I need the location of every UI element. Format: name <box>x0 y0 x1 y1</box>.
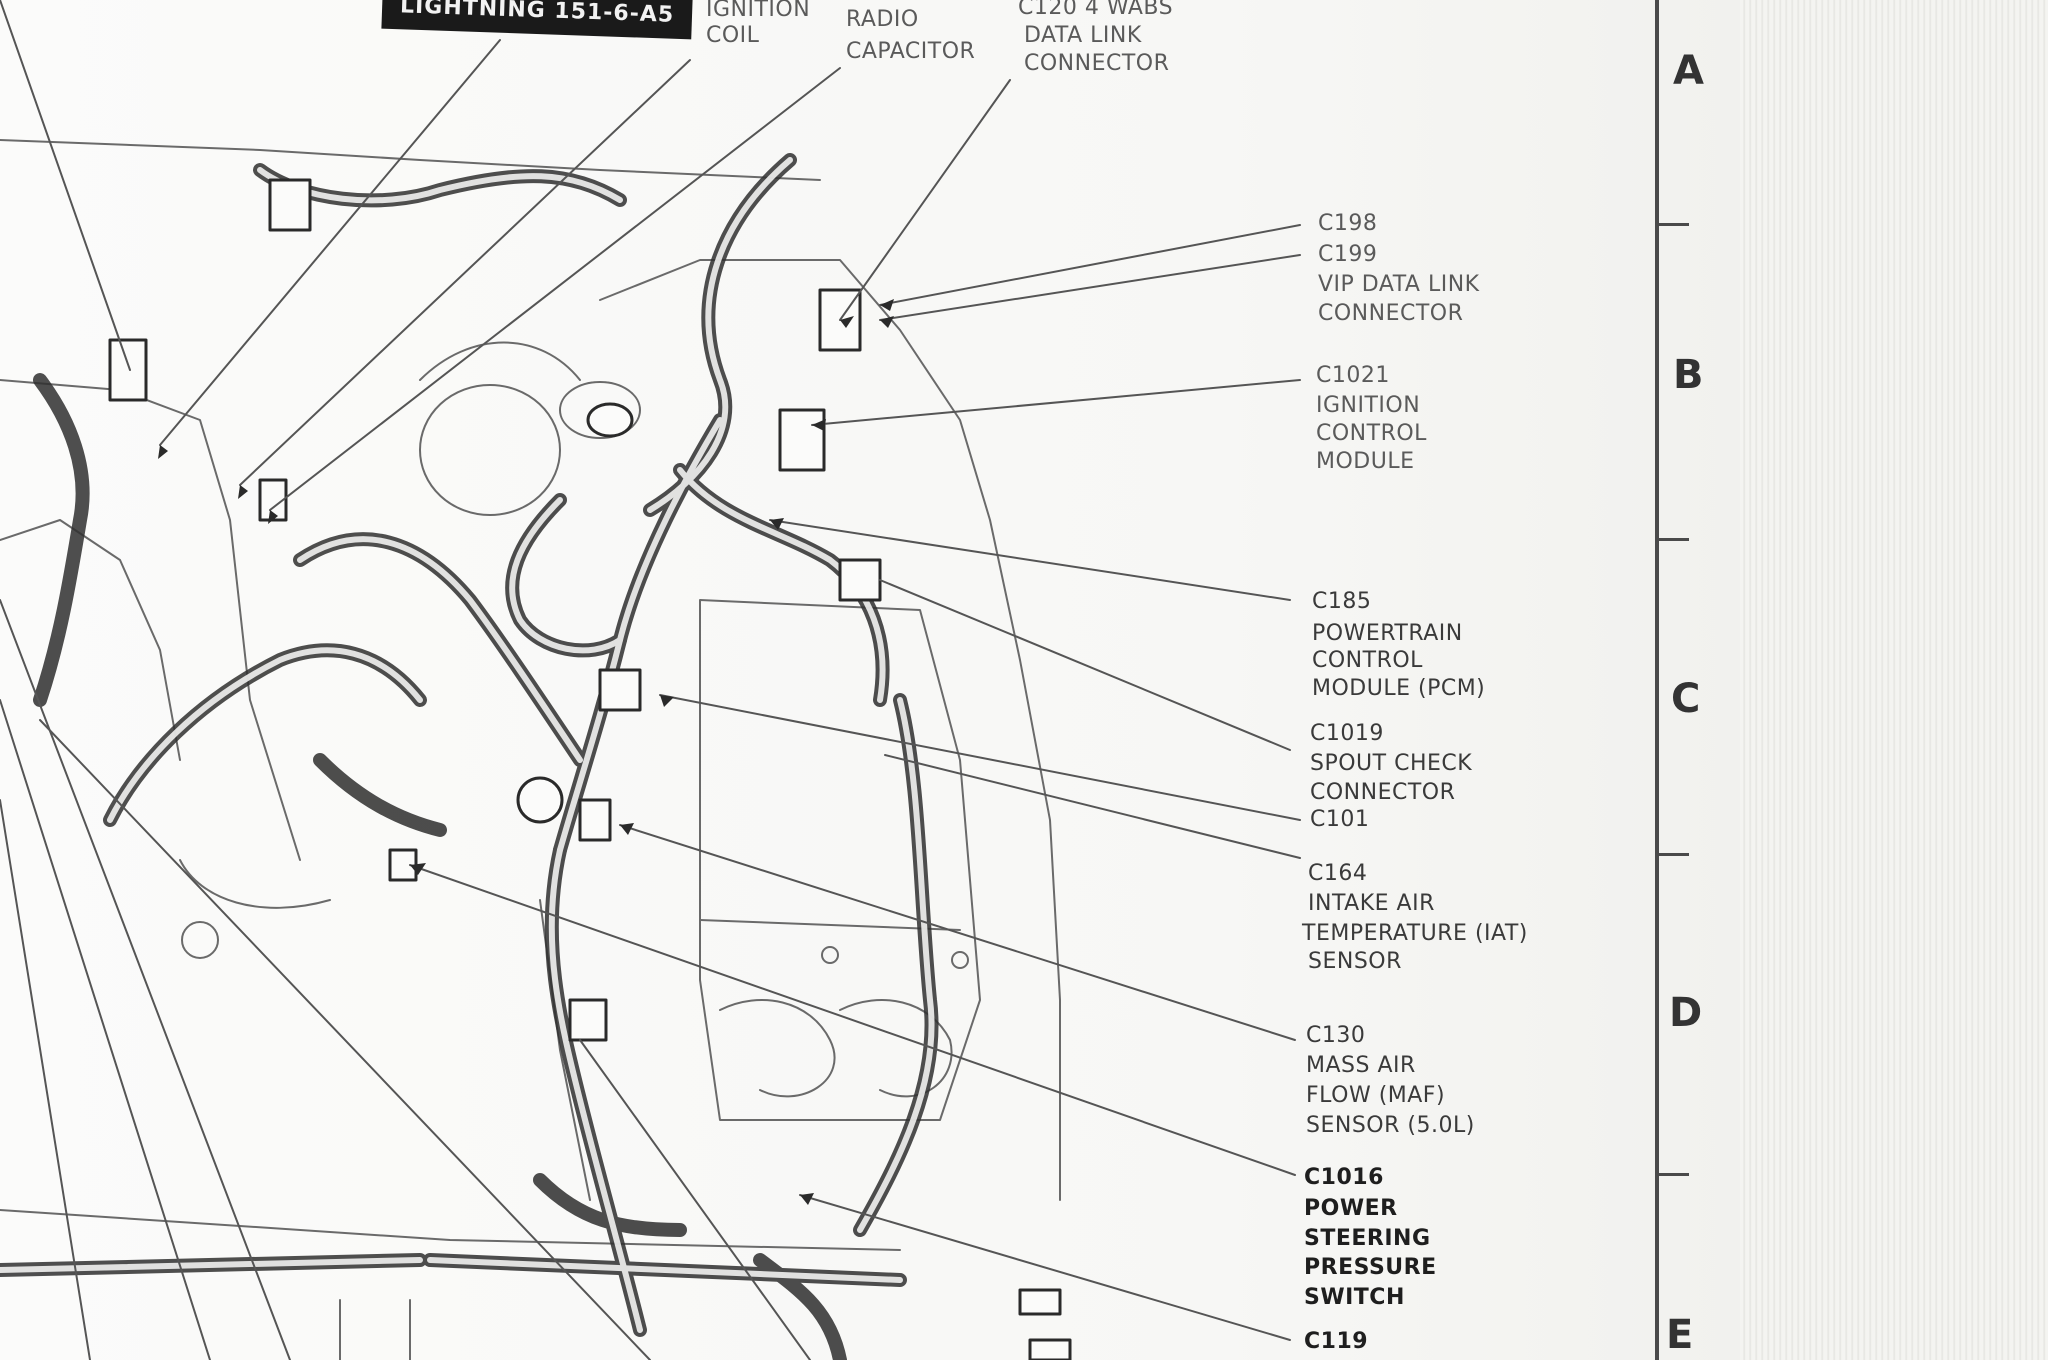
callout-c1021-line3: CONTROL <box>1316 421 1427 446</box>
engine-wiring-diagram <box>0 0 1301 1360</box>
section-tick <box>1655 853 1689 856</box>
section-letter-e: E <box>1666 1312 1694 1358</box>
section-letter-a: A <box>1673 48 1704 94</box>
callout-c185-line2: POWERTRAIN <box>1312 621 1463 646</box>
callout-c130-line1: C130 <box>1306 1023 1366 1048</box>
callout-c130-line3: FLOW (MAF) <box>1306 1083 1446 1108</box>
section-letter-d: D <box>1669 990 1703 1036</box>
manual-page: LIGHTNING 151-6-A5 IGNITION COIL RADIO C… <box>0 0 1740 1360</box>
callout-c1021-line2: IGNITION <box>1316 393 1421 418</box>
callout-wabs-line2: DATA LINK <box>1024 23 1142 48</box>
callout-c185-line1: C185 <box>1312 589 1372 614</box>
callout-c1016-line5: SWITCH <box>1304 1285 1405 1310</box>
callout-c1016-line1: C1016 <box>1304 1165 1384 1190</box>
callout-wabs-line3: CONNECTOR <box>1024 51 1170 76</box>
callout-c130-line2: MASS AIR <box>1306 1053 1416 1078</box>
callout-c119: C119 <box>1304 1329 1369 1354</box>
section-letter-b: B <box>1673 352 1704 398</box>
callout-c1016-line2: POWER <box>1304 1196 1398 1221</box>
callout-c185-line3: CONTROL <box>1312 648 1423 673</box>
callout-c185-line4: MODULE (PCM) <box>1312 676 1486 701</box>
callout-c101: C101 <box>1310 807 1370 832</box>
callout-c199-line1: C199 <box>1318 242 1378 267</box>
callout-c1019-line2: SPOUT CHECK <box>1310 751 1473 776</box>
page-edges <box>1740 0 2048 1360</box>
section-tick <box>1655 538 1689 541</box>
callout-c164-line4: SENSOR <box>1308 949 1402 974</box>
callout-c130-line4: SENSOR (5.0L) <box>1306 1113 1475 1138</box>
callout-c1019-line3: CONNECTOR <box>1310 780 1456 805</box>
callout-radio-capacitor-line1: RADIO <box>846 7 919 32</box>
callout-c1021-line1: C1021 <box>1316 363 1390 388</box>
callout-c164-line2: INTAKE AIR <box>1308 891 1435 916</box>
callout-c199-line3: CONNECTOR <box>1318 301 1464 326</box>
callout-c199-line2: VIP DATA LINK <box>1318 272 1480 297</box>
section-tick <box>1655 1173 1689 1176</box>
section-tick <box>1655 223 1689 226</box>
callout-c1016-line4: PRESSURE <box>1304 1255 1437 1280</box>
callout-c1021-line4: MODULE <box>1316 449 1415 474</box>
callout-ignition-coil-line2: COIL <box>706 23 760 48</box>
callout-ignition-coil-line1: IGNITION <box>706 0 811 22</box>
callout-c198: C198 <box>1318 211 1378 236</box>
callout-c164-line1: C164 <box>1308 861 1368 886</box>
callout-c164-line3: TEMPERATURE (IAT) <box>1302 921 1528 946</box>
callout-radio-capacitor-line2: CAPACITOR <box>846 39 976 64</box>
callout-c1016-line3: STEERING <box>1304 1226 1431 1251</box>
section-divider-line <box>1655 0 1659 1360</box>
callout-wabs-line1: C120 4 WABS <box>1018 0 1174 20</box>
callout-c1019-line1: C1019 <box>1310 721 1384 746</box>
section-letter-c: C <box>1671 676 1701 722</box>
